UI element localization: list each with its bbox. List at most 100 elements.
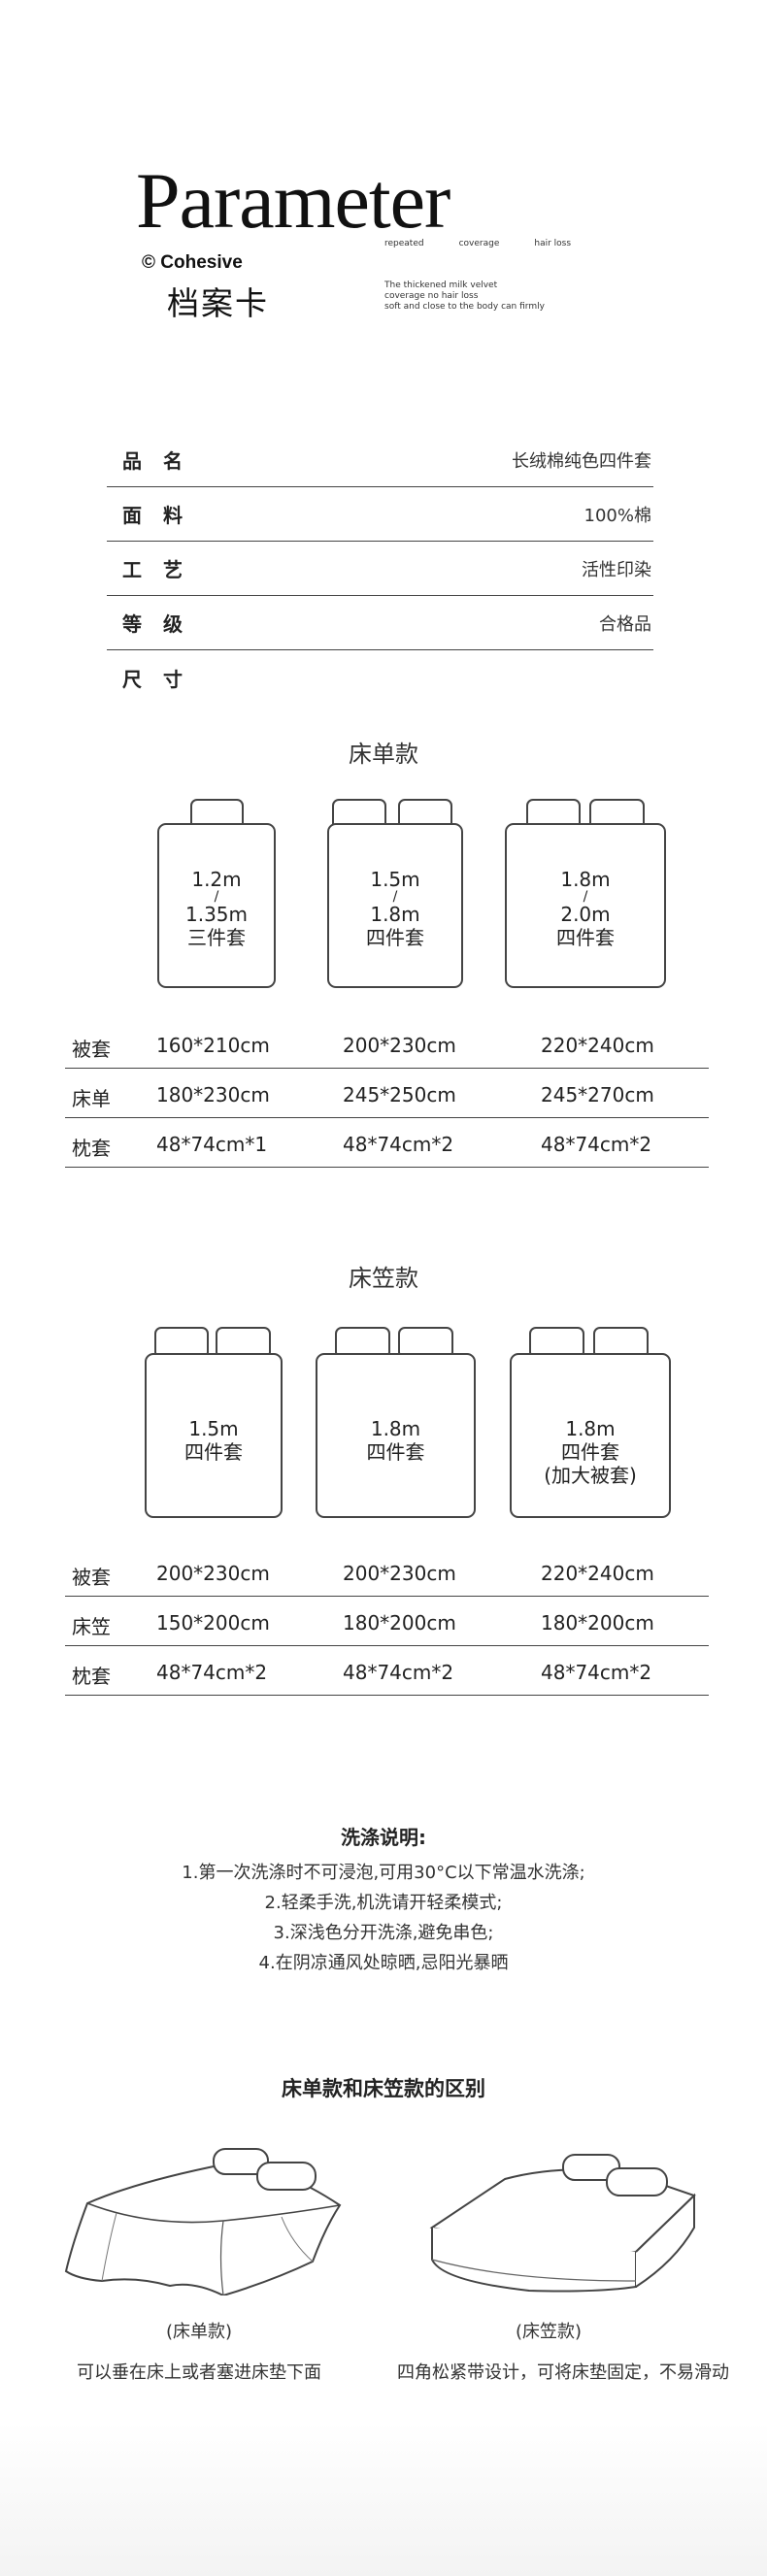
size-b: 1.35m <box>184 903 248 926</box>
tag: coverage <box>458 239 500 248</box>
flat-sheet-title: 床单款 <box>349 741 418 768</box>
row-label: 被套 <box>72 1566 111 1589</box>
bed-icon: 1.8m / 2.0m 四件套 <box>505 823 666 988</box>
archive-value: 合格品 <box>599 613 651 635</box>
footer-background <box>0 2422 767 2576</box>
description-line: soft and close to the body can firmly <box>384 302 545 312</box>
archive-label: 等级 <box>122 612 204 636</box>
archive-row: 等级 合格品 <box>107 596 653 650</box>
cell: 48*74cm*2 <box>343 1661 454 1684</box>
row-label: 枕套 <box>72 1137 111 1160</box>
fitted-sheet-title: 床笠款 <box>349 1265 418 1292</box>
archive-label: 尺寸 <box>122 667 204 691</box>
wash-title: 洗涤说明: <box>341 1826 426 1849</box>
bed-size-label: 1.5m 四件套 <box>147 1417 281 1464</box>
table-row: 床笠 150*200cm 180*200cm 180*200cm <box>65 1597 709 1646</box>
fitted-sheet-size-table: 被套 200*230cm 200*230cm 220*240cm 床笠 150*… <box>65 1547 709 1696</box>
table-row: 被套 200*230cm 200*230cm 220*240cm <box>65 1547 709 1597</box>
archive-value: 活性印染 <box>582 559 651 580</box>
archive-value: 100%棉 <box>584 505 651 526</box>
archive-label: 面料 <box>122 504 204 527</box>
table-row: 枕套 48*74cm*2 48*74cm*2 48*74cm*2 <box>65 1646 709 1696</box>
row-label: 被套 <box>72 1038 111 1061</box>
flat-sheet-caption: (床单款) <box>165 2322 233 2342</box>
size-b: 2.0m <box>560 903 611 926</box>
cell: 220*240cm <box>541 1562 654 1585</box>
archive-row: 尺寸 <box>107 650 653 705</box>
brand-name: © Cohesive <box>142 252 243 273</box>
archive-row: 工艺 活性印染 <box>107 542 653 596</box>
description-line: The thickened milk velvet <box>384 281 498 290</box>
set-type: 三件套 <box>187 926 246 949</box>
bed-icon: 1.2m / 1.35m 三件套 <box>157 823 276 988</box>
bed-size-label: 1.2m / 1.35m 三件套 <box>159 868 274 949</box>
cell: 180*230cm <box>156 1083 270 1106</box>
wash-line: 4.在阴凉通风处晾晒,忌阳光暴晒 <box>258 1953 509 1973</box>
set-type: 四件套 <box>556 926 615 949</box>
archive-row: 品名 长绒棉纯色四件套 <box>107 433 653 487</box>
cell: 48*74cm*2 <box>156 1661 268 1684</box>
cell: 245*270cm <box>541 1083 654 1106</box>
cell: 245*250cm <box>343 1083 456 1106</box>
size-divider: / <box>392 889 398 905</box>
tag: hair loss <box>534 239 572 248</box>
cell: 48*74cm*2 <box>541 1661 652 1684</box>
size-a: 1.2m <box>191 868 242 891</box>
row-label: 床单 <box>72 1087 111 1110</box>
size-divider: / <box>583 889 588 905</box>
set-type: 四件套 <box>366 1440 425 1464</box>
row-label: 枕套 <box>72 1665 111 1688</box>
cell: 48*74cm*2 <box>541 1133 652 1156</box>
set-type: 四件套 <box>366 926 424 949</box>
description-line: coverage no hair loss <box>384 291 479 301</box>
header: Parameter © Cohesive 档案卡 repeated covera… <box>0 0 767 349</box>
cell: 160*210cm <box>156 1034 270 1057</box>
table-row: 床单 180*230cm 245*250cm 245*270cm <box>65 1069 709 1118</box>
flat-sheet-bed-illustration <box>64 2148 342 2295</box>
set-type: 四件套 <box>561 1440 619 1464</box>
page-title: Parameter <box>136 156 450 245</box>
size-a: 1.8m <box>560 868 611 891</box>
archive-table: 品名 长绒棉纯色四件套 面料 100%棉 工艺 活性印染 等级 合格品 尺寸 <box>107 433 653 705</box>
bed-size-label: 1.8m 四件套 <box>317 1417 474 1464</box>
header-tags: repeated coverage hair loss <box>384 239 571 248</box>
wash-line: 3.深浅色分开洗涤,避免串色; <box>273 1923 494 1943</box>
bed-size-label: 1.8m 四件套 (加大被套) <box>512 1417 669 1487</box>
bed-icon: 1.8m 四件套 <box>316 1353 476 1518</box>
set-note: (加大被套) <box>544 1464 637 1487</box>
archive-value: 长绒棉纯色四件套 <box>512 450 651 472</box>
tag: repeated <box>384 239 424 248</box>
flat-sheet-description: 可以垂在床上或者塞进床垫下面 <box>77 2362 321 2383</box>
fitted-sheet-caption: (床笠款) <box>515 2322 583 2342</box>
table-row: 被套 160*210cm 200*230cm 220*240cm <box>65 1019 709 1069</box>
cell: 200*230cm <box>156 1562 270 1585</box>
fitted-sheet-description: 四角松紧带设计，可将床垫固定，不易滑动 <box>397 2362 729 2383</box>
wash-line: 2.轻柔手洗,机洗请开轻柔模式; <box>264 1893 503 1913</box>
cell: 180*200cm <box>541 1611 654 1635</box>
brand-subtitle: 档案卡 <box>167 284 269 322</box>
header-description: The thickened milk velvet coverage no ha… <box>384 281 598 313</box>
archive-row: 面料 100%棉 <box>107 487 653 542</box>
archive-label: 工艺 <box>122 558 204 581</box>
bed-icon: 1.5m 四件套 <box>145 1353 283 1518</box>
table-row: 枕套 48*74cm*1 48*74cm*2 48*74cm*2 <box>65 1118 709 1168</box>
bed-icon: 1.5m / 1.8m 四件套 <box>327 823 463 988</box>
cell: 150*200cm <box>156 1611 270 1635</box>
fitted-sheet-bed-illustration <box>429 2154 696 2293</box>
size: 1.8m <box>565 1417 616 1440</box>
cell: 48*74cm*1 <box>156 1133 268 1156</box>
bed-size-label: 1.5m / 1.8m 四件套 <box>329 868 461 949</box>
cell: 200*230cm <box>343 1562 456 1585</box>
size-divider: / <box>214 889 219 905</box>
row-label: 床笠 <box>72 1615 111 1638</box>
size: 1.5m <box>188 1417 239 1440</box>
cell: 220*240cm <box>541 1034 654 1057</box>
size: 1.8m <box>370 1417 421 1440</box>
flat-sheet-size-table: 被套 160*210cm 200*230cm 220*240cm 床单 180*… <box>65 1019 709 1168</box>
difference-title: 床单款和床笠款的区别 <box>282 2077 485 2100</box>
wash-instructions: 洗涤说明: 1.第一次洗涤时不可浸泡,可用30°C以下常温水洗涤; 2.轻柔手洗… <box>0 1822 767 1978</box>
cell: 180*200cm <box>343 1611 456 1635</box>
wash-line: 1.第一次洗涤时不可浸泡,可用30°C以下常温水洗涤; <box>182 1863 585 1883</box>
size-b: 1.8m <box>370 903 420 926</box>
set-type: 四件套 <box>184 1440 243 1464</box>
